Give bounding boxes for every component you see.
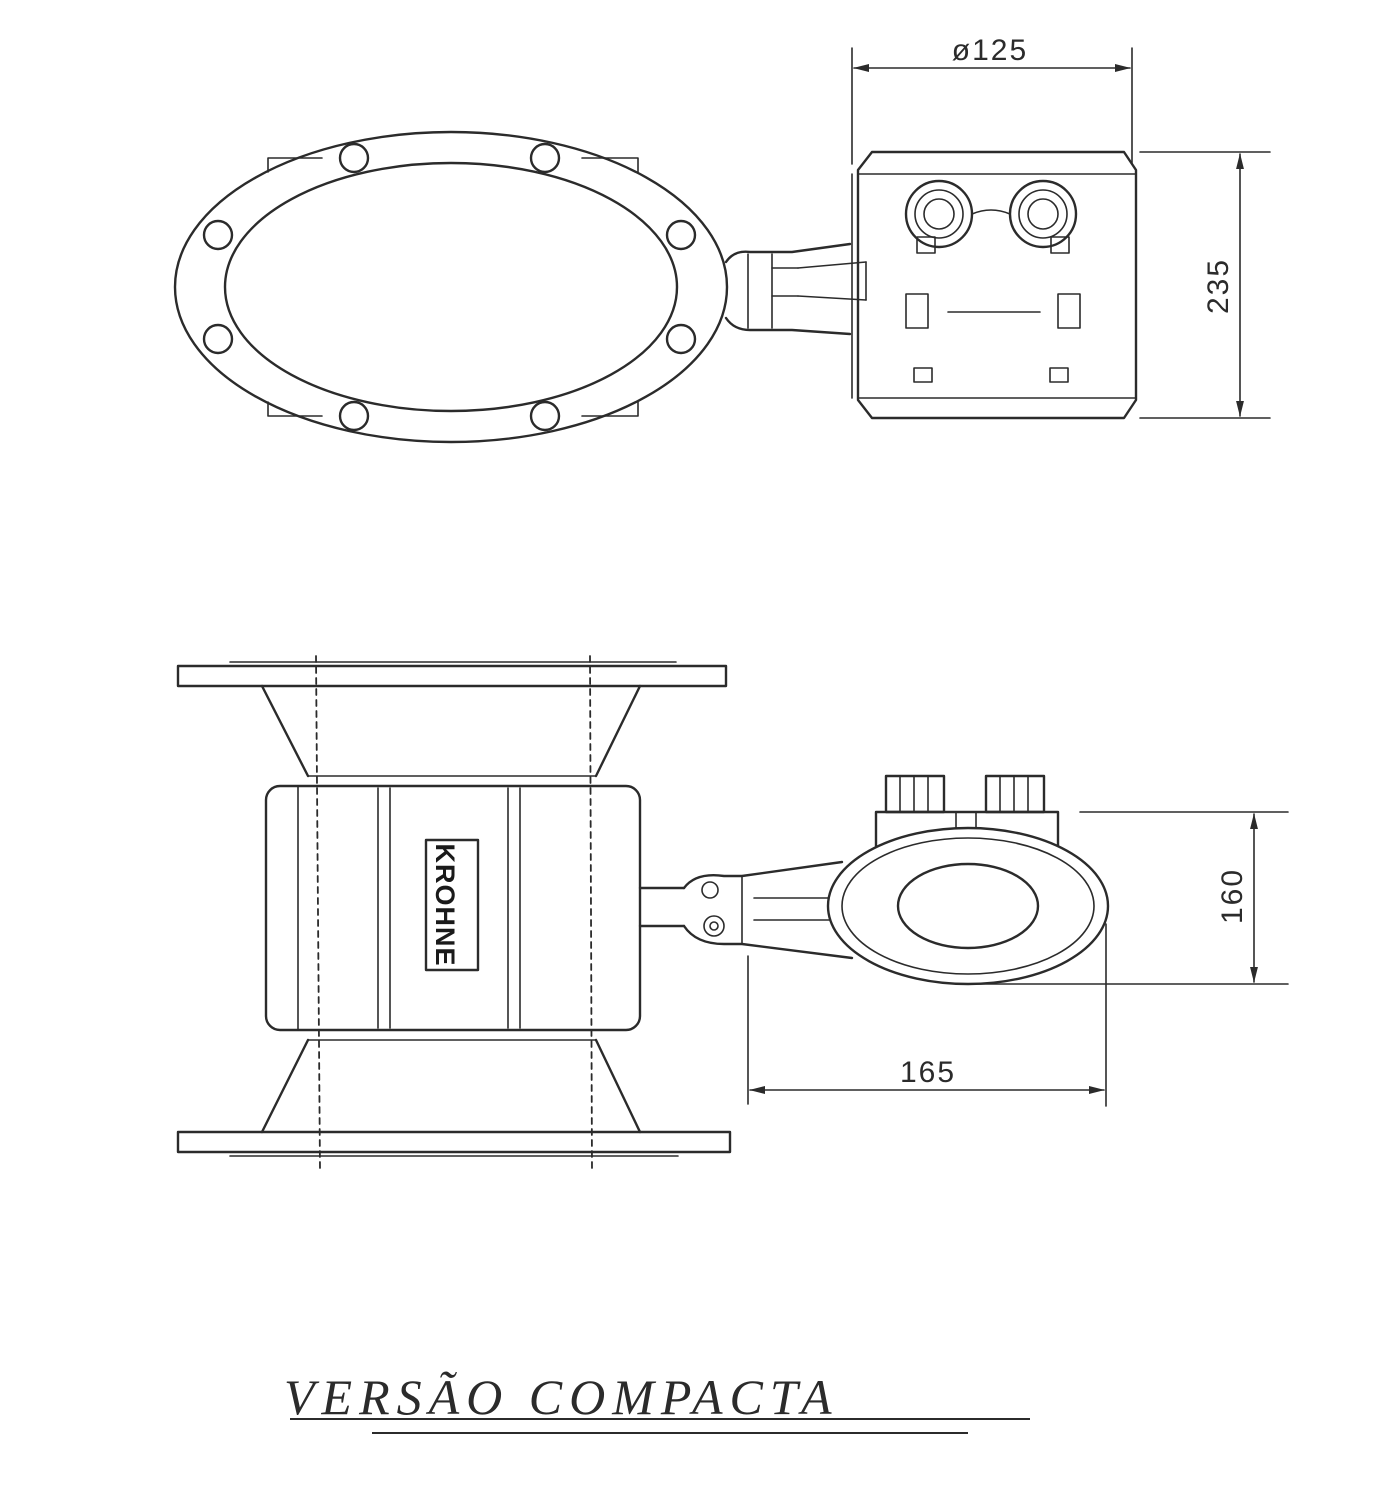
nameplate: KROHNE bbox=[424, 838, 480, 972]
flange-bottom bbox=[176, 1130, 732, 1157]
cable-glands bbox=[904, 179, 1078, 254]
housing-fittings bbox=[905, 293, 1081, 383]
side-view: KROHNE bbox=[176, 655, 1289, 1171]
dimension-converter-offset: 165 bbox=[747, 923, 1107, 1107]
dimension-converter-offset-label: 165 bbox=[900, 1056, 956, 1089]
bore-lines bbox=[315, 655, 593, 1171]
top-view: ø125 235 bbox=[173, 34, 1271, 444]
dimension-diameter: ø125 bbox=[851, 34, 1133, 165]
caption-rule bbox=[372, 1432, 968, 1434]
dimension-housing-height-label: 235 bbox=[1202, 258, 1235, 314]
cone-upper bbox=[260, 684, 642, 778]
converter-head bbox=[826, 774, 1110, 986]
drawing-caption: VERSÃO COMPACTA bbox=[284, 1369, 839, 1425]
flange-top bbox=[176, 661, 728, 688]
dimension-diameter-label: ø125 bbox=[952, 34, 1028, 67]
bolt-holes bbox=[202, 142, 697, 432]
flange-outer bbox=[173, 130, 729, 444]
flange-tabs bbox=[267, 157, 639, 417]
caption-underline bbox=[290, 1418, 1030, 1420]
flange-inner bbox=[223, 161, 679, 413]
converter-neck bbox=[638, 860, 854, 960]
dimension-converter-diameter-label: 160 bbox=[1216, 868, 1249, 924]
dimension-housing-height: 235 bbox=[1139, 151, 1271, 419]
meter-body bbox=[264, 784, 642, 1032]
converter-housing-top bbox=[851, 150, 1138, 420]
dimension-converter-diameter: 160 bbox=[967, 811, 1289, 985]
nameplate-brand: KROHNE bbox=[430, 843, 460, 966]
cone-lower bbox=[260, 1038, 642, 1134]
neck bbox=[724, 242, 867, 336]
